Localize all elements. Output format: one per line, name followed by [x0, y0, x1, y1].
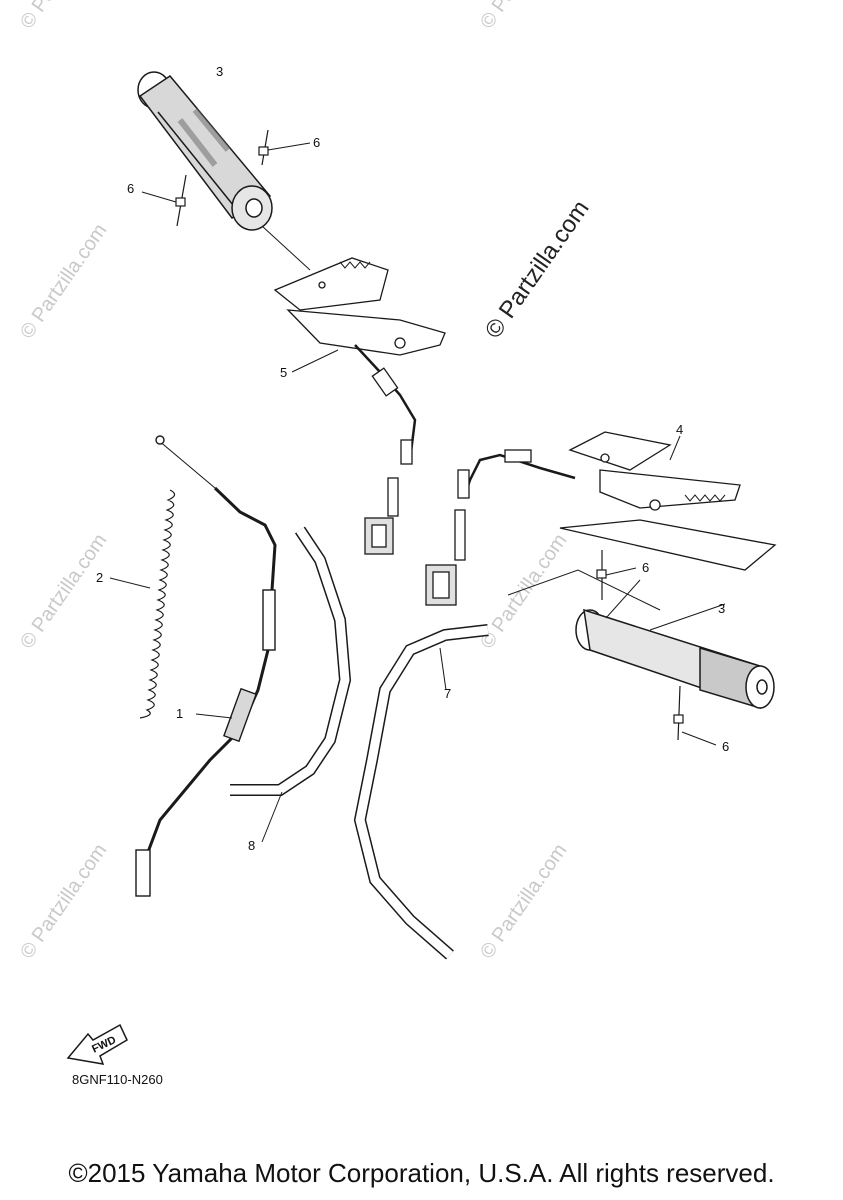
heater-element-upper: [273, 257, 446, 555]
throttle-cable: [135, 435, 277, 897]
watermark-faint: © Partzilla.com: [16, 530, 111, 653]
hose-8: [230, 526, 352, 843]
callout-3-lower: 3: [718, 601, 725, 616]
callout-6-lower-bottom: 6: [722, 739, 729, 754]
callout-6-top-right: 6: [313, 135, 320, 150]
callout-1: 1: [176, 706, 183, 721]
hose-7: [353, 624, 489, 960]
watermark-main: © Partzilla.com: [480, 195, 595, 343]
fwd-arrow: FWD: [66, 1023, 128, 1065]
screw-lower-bottom: [673, 685, 717, 746]
watermarks: © Partzilla.com © Partzilla.com © Partzi…: [16, 0, 595, 963]
grip-lower: [507, 569, 775, 710]
copyright-notice: ©2015 Yamaha Motor Corporation, U.S.A. A…: [68, 1158, 775, 1188]
heater-element-lower: [425, 431, 777, 606]
screw-upper-right: [258, 129, 311, 166]
watermark-faint: © Partzilla.com: [476, 840, 571, 963]
callout-4: 4: [676, 422, 683, 437]
callout-7: 7: [444, 686, 451, 701]
screw-upper-left: [141, 174, 187, 227]
watermark-faint: © Partzilla.com: [476, 530, 571, 653]
watermark-faint: © Partzilla.com: [16, 840, 111, 963]
screw-lower-top: [596, 550, 637, 600]
grip-upper: [137, 71, 311, 271]
callouts: 3 6 6 5 4 2 1 8 7 6 3 6: [96, 64, 729, 853]
callout-6-lower-top: 6: [642, 560, 649, 575]
watermark-faint: © Partzilla.com: [16, 0, 111, 33]
callout-3-top: 3: [216, 64, 223, 79]
callout-5: 5: [280, 365, 287, 380]
diagram-code: 8GNF110-N260: [72, 1072, 163, 1087]
watermark-faint: © Partzilla.com: [16, 220, 111, 343]
spring: [109, 489, 176, 719]
callout-8: 8: [248, 838, 255, 853]
callout-2: 2: [96, 570, 103, 585]
watermark-faint: © Partzilla.com: [476, 0, 571, 33]
callout-6-top-left: 6: [127, 181, 134, 196]
